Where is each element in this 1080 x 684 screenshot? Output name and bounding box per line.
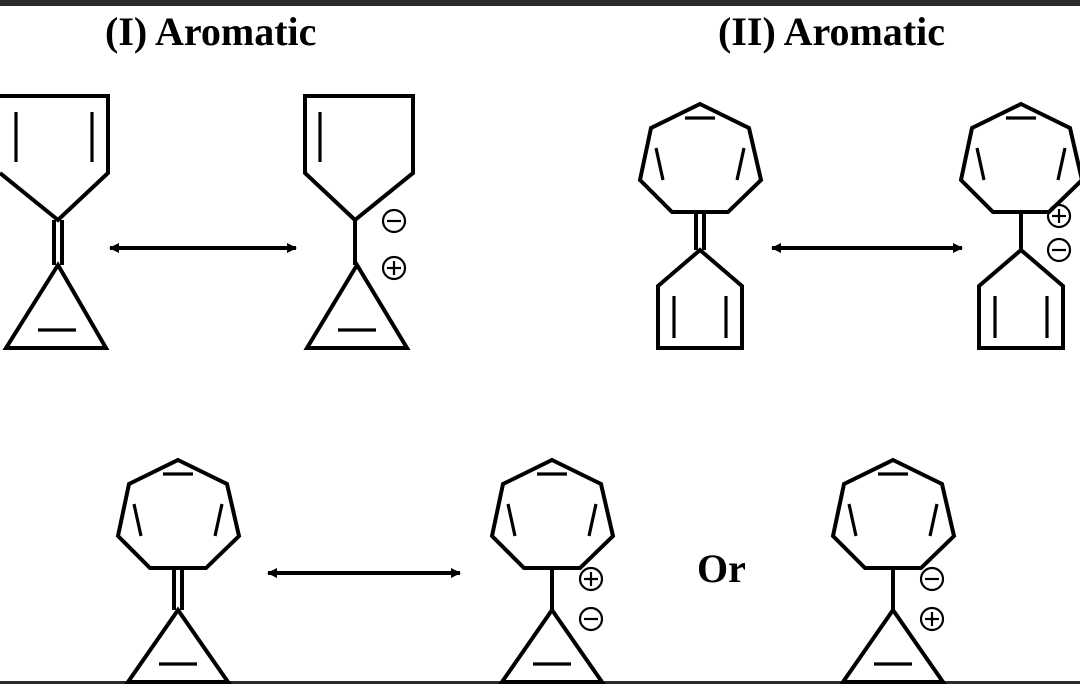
positive-charge-icon xyxy=(578,566,604,592)
molecule-II-charged xyxy=(958,101,1080,350)
molecule-I-charged xyxy=(303,94,415,350)
negative-charge-icon xyxy=(919,566,945,592)
title-structure-2: (II) Aromatic xyxy=(718,9,945,54)
positive-charge-icon xyxy=(381,255,407,281)
negative-charge-icon xyxy=(578,606,604,632)
molecule-I-neutral xyxy=(0,94,110,350)
molecule-III-neutral xyxy=(115,457,242,684)
molecule-III-charged-a xyxy=(489,457,616,684)
positive-charge-icon xyxy=(919,606,945,632)
negative-charge-icon xyxy=(381,208,407,234)
positive-charge-icon xyxy=(1046,203,1072,229)
molecule-III-charged-b xyxy=(830,457,957,684)
molecule-II-neutral xyxy=(637,101,764,350)
top-border xyxy=(0,0,1080,6)
negative-charge-icon xyxy=(1046,237,1072,263)
or-label: Or xyxy=(697,546,746,591)
title-structure-1: (I) Aromatic xyxy=(105,9,317,54)
